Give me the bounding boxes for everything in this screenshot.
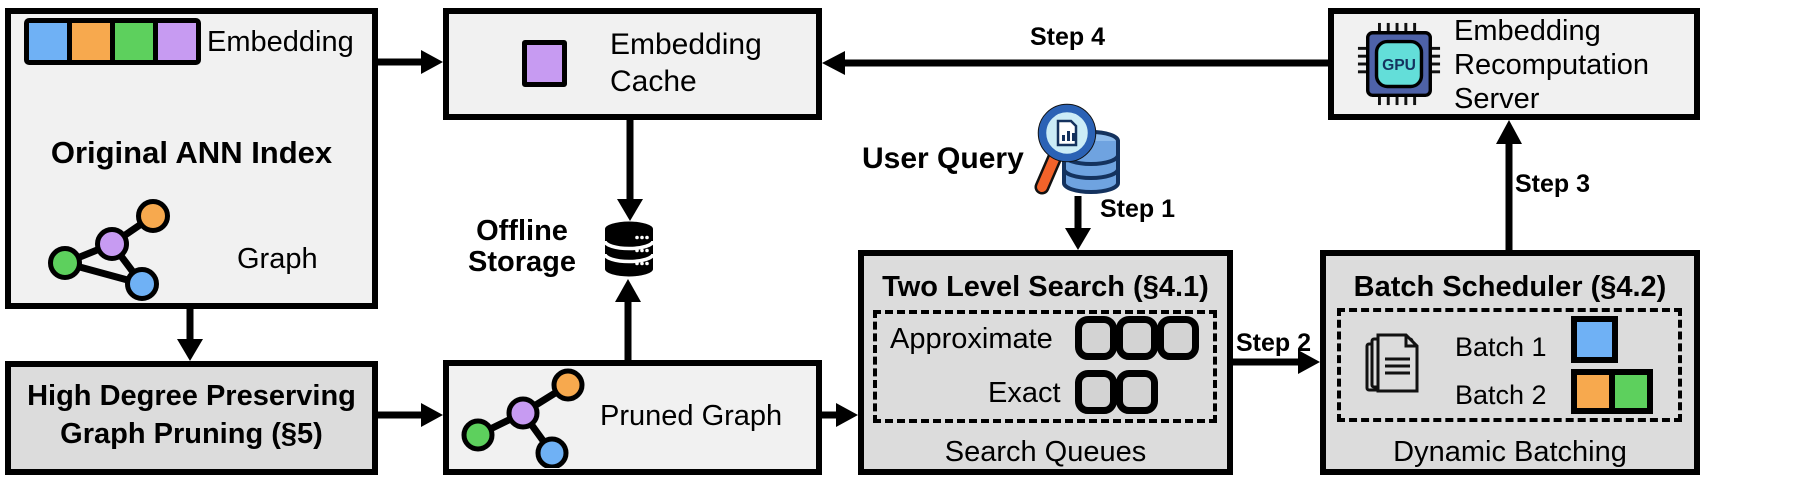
exact-label: Exact [988, 377, 1061, 409]
embedding-vector [24, 18, 201, 65]
batch-scheduler-box: Batch Scheduler (§4.2) Batch 1 Batch 2 D… [1320, 250, 1700, 475]
batch-scheduler-title: Batch Scheduler (§4.2) [1353, 271, 1667, 303]
offline-storage-label: Offline Storage [468, 215, 576, 278]
original-ann-index-box: Embedding Original ANN Index Graph [5, 8, 378, 309]
recomputation-server-box: GPU Embedding Recomputation Server [1328, 8, 1700, 120]
pruned-graph-icon [461, 368, 585, 468]
step-4-label: Step 4 [1030, 23, 1106, 51]
step-3-label: Step 3 [1515, 170, 1591, 198]
queue-slot [1116, 370, 1158, 414]
embedding-cache-title: Embedding Cache [610, 28, 762, 98]
arrow-index-to-cache [378, 50, 443, 74]
original-index-title: Original ANN Index [50, 135, 333, 170]
arrow-pruning-to-prunedgraph [378, 403, 443, 427]
recomputation-server-title: Embedding Recomputation Server [1454, 15, 1650, 115]
user-query-icon [1034, 103, 1120, 195]
embedding-cell-blue [29, 23, 67, 60]
pruned-graph-label: Pruned Graph [600, 400, 783, 432]
queue-slot [1075, 316, 1117, 360]
batch-1-label: Batch 1 [1455, 332, 1547, 362]
embedding-cache-box: Embedding Cache [443, 8, 822, 120]
two-level-search-box: Two Level Search (§4.1) Approximate Exac… [858, 250, 1233, 475]
original-graph-icon [48, 199, 170, 301]
user-query-label: User Query [862, 142, 1024, 175]
batch-2-square-green [1609, 369, 1653, 414]
gpu-icon-label: GPU [1382, 57, 1416, 74]
search-queues-dashed-region [873, 310, 1217, 423]
arrow-step-4 [822, 51, 1328, 75]
pruned-graph-box: Pruned Graph [443, 360, 822, 475]
arrow-cache-to-storage [617, 120, 643, 221]
embedding-cell-orange [72, 23, 110, 60]
gpu-icon: GPU [1357, 22, 1441, 106]
batch-2-label: Batch 2 [1455, 380, 1547, 410]
embedding-cell-purple [158, 23, 196, 60]
batch-1-square-blue [1571, 316, 1618, 363]
arrow-prunedgraph-to-search [822, 403, 858, 427]
exact-queue-slots [1075, 370, 1158, 414]
arrow-prunedgraph-to-storage [615, 279, 641, 360]
search-queues-label: Search Queues [944, 436, 1147, 468]
step-1-label: Step 1 [1100, 195, 1176, 223]
graph-label: Graph [237, 243, 318, 275]
approximate-label: Approximate [890, 323, 1053, 355]
cached-embedding-square [522, 40, 567, 87]
graph-pruning-title: High Degree Preserving Graph Pruning (§5… [27, 380, 356, 450]
step-2-label: Step 2 [1236, 329, 1312, 357]
embedding-label: Embedding [207, 26, 354, 58]
queue-slot [1157, 316, 1199, 360]
arrow-index-to-pruning [177, 308, 203, 361]
query-document-glyph [1056, 119, 1078, 147]
documents-icon [1365, 333, 1419, 393]
batch-2-squares [1571, 369, 1653, 414]
two-level-search-title: Two Level Search (§4.1) [882, 271, 1209, 303]
dynamic-batching-label: Dynamic Batching [1393, 436, 1627, 468]
queue-slot [1075, 370, 1117, 414]
offline-storage-database-icon [603, 221, 655, 277]
queue-slot [1116, 316, 1158, 360]
approximate-queue-slots [1075, 316, 1199, 360]
graph-pruning-box: High Degree Preserving Graph Pruning (§5… [5, 361, 378, 475]
dynamic-batching-dashed-region [1337, 308, 1682, 422]
arrow-step-1 [1065, 196, 1091, 250]
embedding-cell-green [115, 23, 153, 60]
